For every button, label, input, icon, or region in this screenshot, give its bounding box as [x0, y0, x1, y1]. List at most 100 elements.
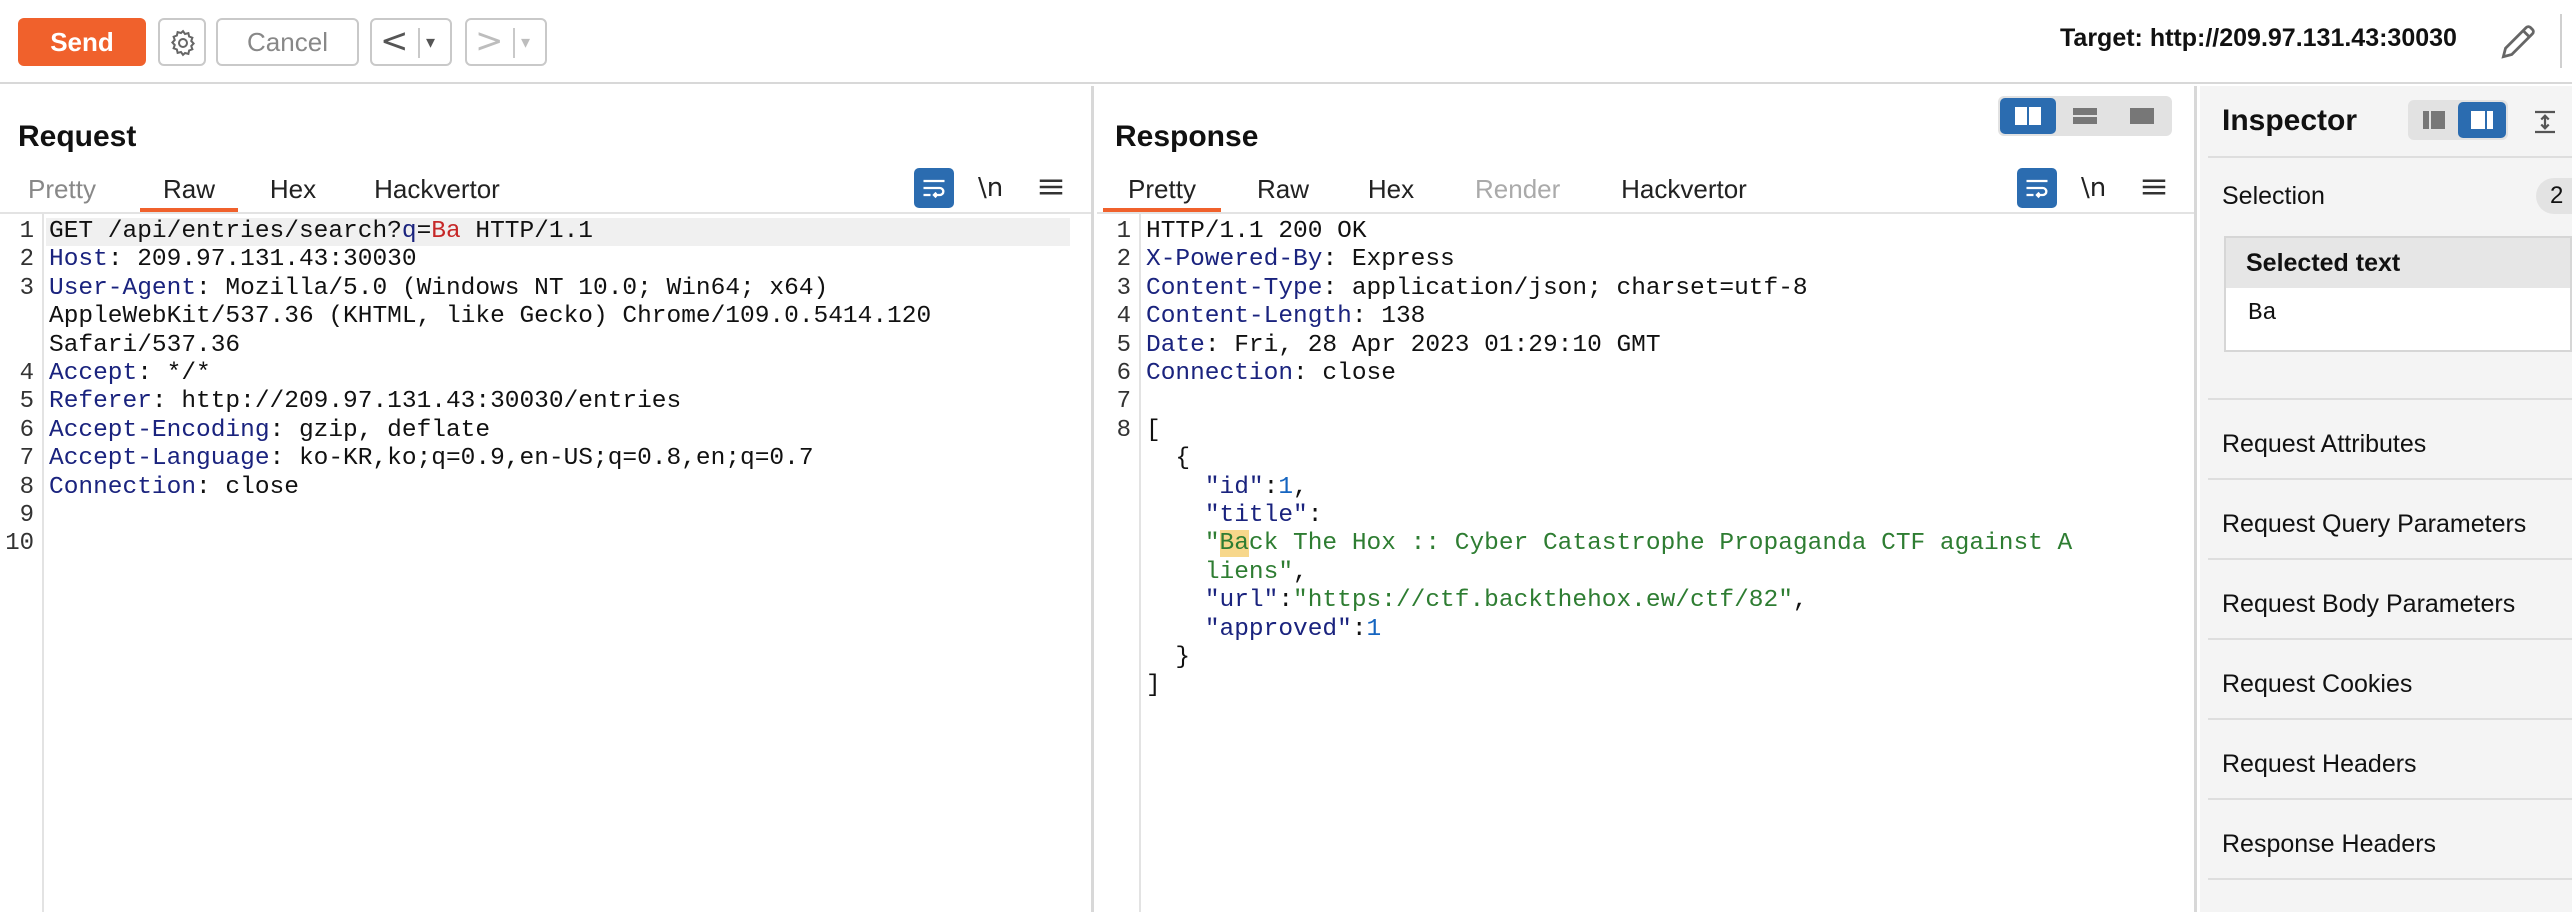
code-token: : application/json; charset=utf-8 [1322, 274, 1808, 302]
wrap-icon [2026, 179, 2048, 199]
code-token: : */* [137, 360, 211, 387]
tab-render[interactable]: Render [1475, 174, 1561, 204]
code-text: [ [1146, 417, 1161, 445]
single-pane-icon [2130, 108, 2154, 124]
code-token: "title" [1204, 502, 1308, 529]
code-token: Content-Type [1146, 274, 1323, 302]
code-text: HTTP/1.1 200 OK [1146, 218, 1367, 246]
gear-icon [170, 29, 196, 57]
code-token: : 138 [1351, 303, 1426, 331]
code-token: Ba [431, 218, 461, 245]
code-token: : http://209.97.131.43:30030/entries [151, 388, 682, 416]
code-token: 1 [1278, 473, 1294, 501]
code-token: { [1146, 445, 1191, 473]
inspector-layout-left-button[interactable] [2410, 102, 2458, 138]
response-panel: Response Pretty Raw Hex Render Hackverto… [1097, 86, 2197, 912]
divider [418, 28, 420, 58]
selection-count-badge: 2 [2536, 178, 2572, 214]
code-token [1146, 530, 1205, 557]
divider [2208, 558, 2572, 560]
code-token: [ [1146, 416, 1161, 444]
line-number: 6 [1116, 360, 1131, 387]
code-token: : Mozilla/5.0 (Windows NT 10.0; Win64; x… [196, 274, 829, 302]
code-token: HTTP/1.1 200 OK [1146, 218, 1367, 245]
tab-pretty[interactable]: Pretty [28, 174, 96, 204]
response-title: Response [1115, 120, 1259, 153]
history-forward-button[interactable]: > ▾ [465, 18, 547, 66]
code-token: Content-Length [1146, 303, 1352, 331]
word-wrap-toggle[interactable] [914, 168, 954, 208]
chevron-right-icon: > [475, 21, 504, 61]
inspector-layout-right-button[interactable] [2458, 102, 2506, 138]
line-number: 6 [19, 416, 34, 444]
newline-toggle[interactable]: \n [978, 173, 1004, 203]
request-title: Request [18, 120, 137, 153]
line-number: 1 [1116, 218, 1131, 245]
collapse-icon[interactable] [2530, 106, 2560, 138]
code-text: "approved":1 [1146, 616, 1381, 644]
code-token: " [1204, 530, 1220, 558]
newline-toggle[interactable]: \n [2081, 173, 2107, 203]
code-token: : close [1293, 360, 1396, 387]
code-text: "Back The Hox :: Cyber Catastrophe Propa… [1146, 530, 2072, 558]
tab-hex[interactable]: Hex [1367, 174, 1415, 204]
divider [2208, 638, 2572, 640]
send-button[interactable]: Send [18, 18, 146, 66]
code-token: Accept-Encoding [49, 416, 270, 444]
line-number: 8 [1116, 416, 1131, 444]
code-text: } [1146, 644, 1190, 672]
code-text: liens", [1146, 559, 1308, 587]
line-gutter [0, 214, 44, 912]
code-text: AppleWebKit/537.36 (KHTML, like Gecko) C… [49, 303, 931, 331]
layout-stacked-button[interactable] [2057, 98, 2113, 134]
layout-tabs-button[interactable] [2114, 98, 2170, 134]
chevron-down-icon[interactable]: ▾ [521, 32, 531, 53]
code-text: Accept: */* [49, 360, 211, 388]
settings-button[interactable] [158, 18, 206, 66]
tab-pretty[interactable]: Pretty [1103, 168, 1221, 212]
hamburger-menu-icon[interactable] [2139, 170, 2169, 204]
code-token: : [1263, 473, 1279, 501]
code-token: Referer [49, 388, 152, 416]
current-line-highlight [46, 218, 1070, 246]
section-response-headers[interactable]: Response Headers [2222, 830, 2437, 858]
line-number: 8 [19, 473, 34, 501]
tab-raw[interactable]: Raw [140, 168, 238, 212]
section-request-query-parameters[interactable]: Request Query Parameters [2222, 510, 2527, 538]
code-token: } [1146, 644, 1191, 671]
tab-underline [0, 212, 1091, 214]
selected-text-header[interactable]: Selected text [2226, 238, 2570, 288]
toolbar: Send Cancel < ▾ > ▾ Target: http://209.9… [0, 0, 2572, 84]
code-text: Date: Fri, 28 Apr 2023 01:29:10 GMT [1146, 332, 1661, 360]
rows-icon [2073, 108, 2097, 124]
code-token: GET /api/entries/search? [49, 218, 402, 245]
line-gutter [1097, 214, 1141, 912]
code-token: Accept-Language [49, 445, 270, 473]
section-request-cookies[interactable]: Request Cookies [2222, 670, 2413, 698]
selected-text-value: Ba [2248, 300, 2277, 327]
line-number: 1 [19, 218, 34, 245]
tab-hackvertor[interactable]: Hackvertor [374, 174, 500, 204]
code-token: : [1351, 615, 1367, 643]
hamburger-menu-icon[interactable] [1036, 170, 1066, 204]
code-token: ck The Hox :: Cyber Catastrophe Propagan… [1248, 530, 2073, 558]
word-wrap-toggle[interactable] [2017, 168, 2057, 208]
line-number: 3 [1116, 274, 1131, 302]
tab-hackvertor[interactable]: Hackvertor [1621, 174, 1747, 204]
history-back-button[interactable]: < ▾ [370, 18, 452, 66]
chevron-down-icon[interactable]: ▾ [426, 32, 436, 53]
section-request-body-parameters[interactable]: Request Body Parameters [2222, 590, 2516, 618]
section-request-headers[interactable]: Request Headers [2222, 750, 2417, 778]
pencil-icon[interactable] [2496, 20, 2540, 64]
tab-hex[interactable]: Hex [269, 174, 317, 204]
code-token: q [401, 218, 417, 245]
cancel-button[interactable]: Cancel [216, 18, 359, 66]
code-token: : [1278, 587, 1294, 615]
section-request-attributes[interactable]: Request Attributes [2222, 430, 2427, 458]
tab-raw[interactable]: Raw [1257, 174, 1310, 204]
selected-text-box: Selected text Ba [2224, 236, 2572, 352]
code-token: : Express [1322, 246, 1455, 274]
layout-side-by-side-button[interactable] [2000, 98, 2056, 134]
